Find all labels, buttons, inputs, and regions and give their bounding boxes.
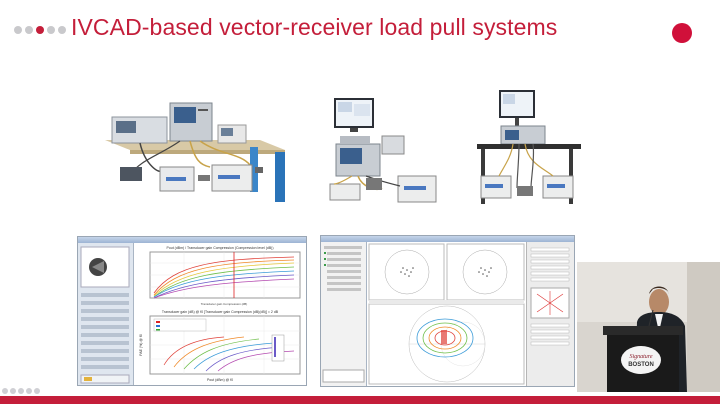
title-bullet-dots xyxy=(14,26,66,34)
ivcad-smithchart-screenshot xyxy=(320,235,575,387)
window-titlebar xyxy=(78,237,306,243)
screenshot-sidebar xyxy=(78,243,134,385)
bullet-dot xyxy=(58,26,66,34)
slide-title: IVCAD-based vector-receiver load pull sy… xyxy=(71,14,558,40)
bench-setup-photo xyxy=(100,95,300,205)
bullet-dot-active xyxy=(36,26,44,34)
bullet-dot xyxy=(14,26,22,34)
table-setup-photo xyxy=(473,88,583,206)
bottom-red-bar xyxy=(0,396,720,404)
ivcad-loadpull-screenshot: Pout (dBm) / Transducer gain Compression… xyxy=(77,236,307,386)
chart-y-label: PAE (%) @ f0 xyxy=(139,334,143,356)
compact-setup-photo xyxy=(322,92,447,207)
presenter-photo: Signature BOSTON xyxy=(577,262,720,392)
bullet-dot xyxy=(25,26,33,34)
podium-sign-city: BOSTON xyxy=(628,362,654,368)
bottom-dot xyxy=(18,388,24,394)
chart-x-label: Pout (dBm) @ f0 xyxy=(207,378,233,382)
bottom-dots xyxy=(2,388,40,394)
chart-top-title: Pout (dBm) / Transducer gain Compression… xyxy=(167,246,274,250)
screenshot-chart-area: Pout (dBm) / Transducer gain Compression… xyxy=(134,243,306,385)
corner-red-dot xyxy=(672,23,692,43)
bottom-dot xyxy=(10,388,16,394)
svg-text:Transducer gain Compression (d: Transducer gain Compression (dB) xyxy=(201,302,248,306)
bottom-dot xyxy=(34,388,40,394)
screenshot-smith-area xyxy=(367,242,526,386)
screenshot-settings-panel xyxy=(526,242,574,386)
bottom-dot xyxy=(2,388,8,394)
podium-sign-script: Signature xyxy=(629,354,652,360)
screenshot-tree-panel xyxy=(321,242,367,386)
bottom-dot xyxy=(26,388,32,394)
bullet-dot xyxy=(47,26,55,34)
chart-bottom-title: Transducer gain (dB) @ f0 [Transducer ga… xyxy=(162,310,279,314)
window-titlebar xyxy=(321,236,574,242)
